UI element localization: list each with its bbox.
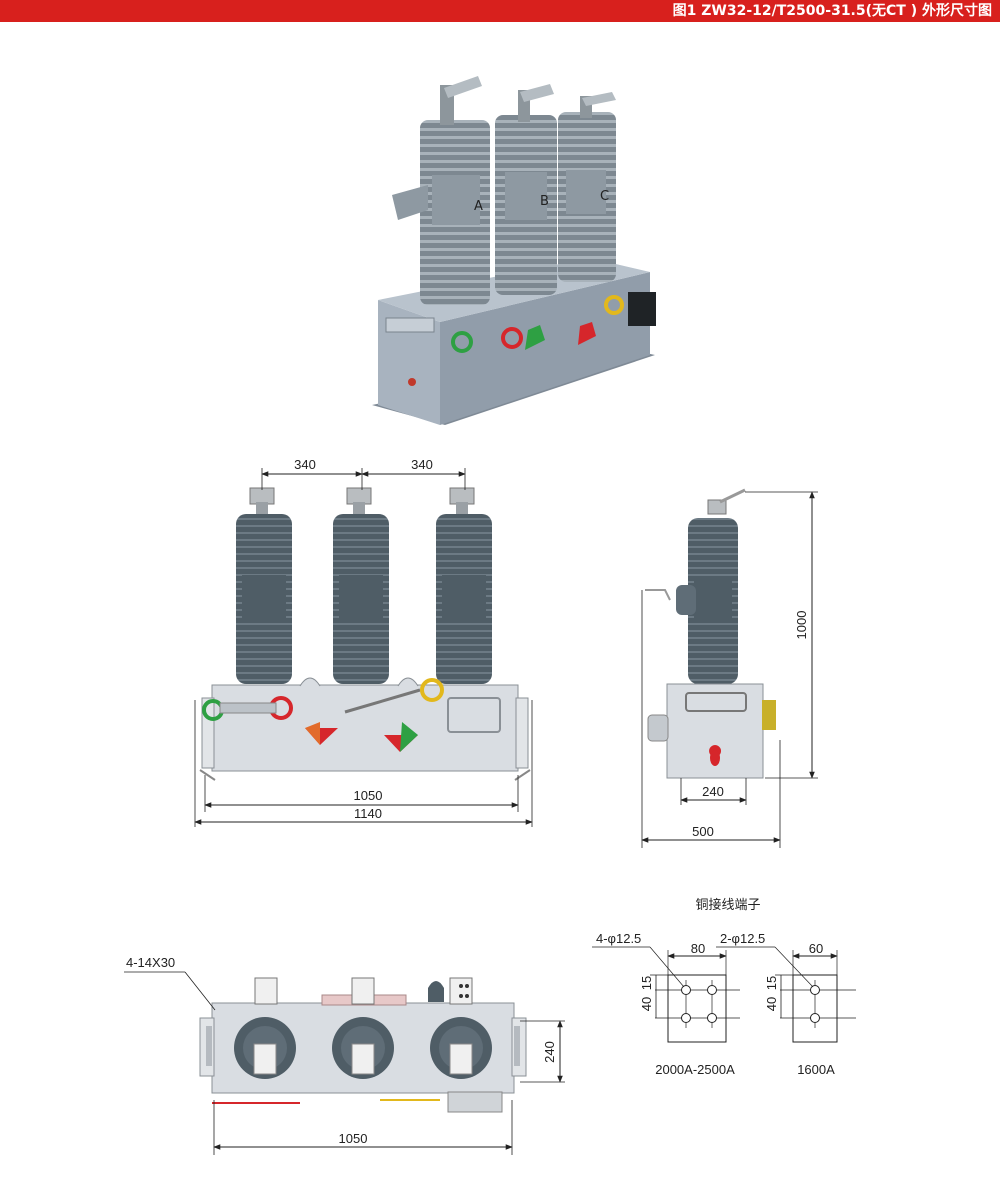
front-view: 340 340 1050 1140: [194, 457, 533, 827]
dim-height-1000: 1000: [794, 611, 809, 640]
terminal-large-rating: 2000A-2500A: [655, 1062, 735, 1077]
phase-label-b: B: [540, 194, 549, 209]
terminals-title: 铜接线端子: [695, 897, 760, 913]
terminal-large-holes: 4-φ12.5: [596, 931, 641, 946]
dim-width-1050: 1050: [354, 788, 383, 803]
phase-label-a: A: [474, 199, 483, 214]
front-pole-c: [436, 487, 492, 684]
terminal-large-width: 80: [691, 941, 705, 956]
dim-depth-240: 240: [542, 1041, 557, 1063]
terminal-large-offset: 15: [639, 976, 654, 990]
terminal-small-width: 60: [809, 941, 823, 956]
top-insulator-b: [332, 1017, 394, 1079]
dim-base-240: 240: [702, 784, 724, 799]
page-title: 图1 ZW32-12/T2500-31.5(无CT ) 外形尺寸图: [672, 3, 992, 19]
phase-label-c: C: [600, 189, 609, 204]
top-insulator-a: [234, 1017, 296, 1079]
terminal-small-holes: 2-φ12.5: [720, 931, 765, 946]
terminal-small-rating: 1600A: [797, 1062, 835, 1077]
terminal-small-offset: 15: [764, 976, 779, 990]
front-pole-b: [333, 487, 389, 684]
terminal-small-pitch: 40: [764, 997, 779, 1011]
header-banner: 图1 ZW32-12/T2500-31.5(无CT ) 外形尺寸图: [0, 0, 1000, 22]
front-pole-a: [236, 487, 292, 684]
label-hole-spec: 4-14X30: [126, 955, 175, 970]
dim-width-1140: 1140: [354, 806, 382, 821]
terminal-large: 80 4-φ12.5 15 40 2000A-2500A: [592, 931, 740, 1077]
side-view: 1000 240 500: [641, 488, 818, 848]
terminal-small: 60 2-φ12.5 15 40 1600A: [716, 931, 856, 1077]
dim-overall-500: 500: [692, 824, 714, 839]
dim-pitch-left: 340: [294, 457, 316, 472]
terminal-large-pitch: 40: [639, 997, 654, 1011]
top-view: 4-14X30 240 1050: [124, 955, 565, 1155]
dim-top-1050: 1050: [339, 1131, 368, 1146]
top-insulator-c: [430, 1017, 492, 1079]
product-photo: A B C: [372, 76, 656, 425]
dim-pitch-right: 340: [411, 457, 433, 472]
terminal-details: 铜接线端子 80 4-φ12.5 15 40 200: [592, 897, 856, 1077]
